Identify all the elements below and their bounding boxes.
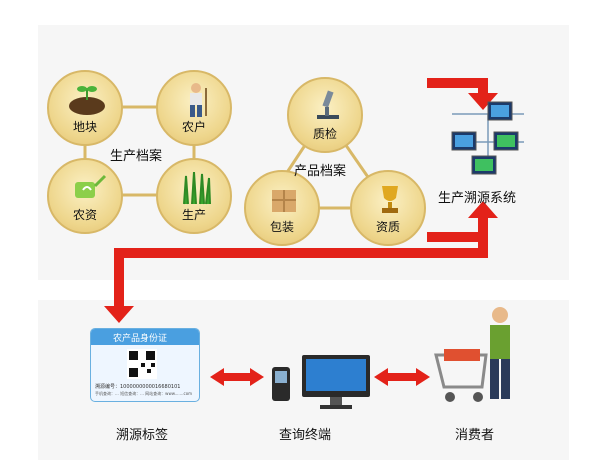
arrow-to-system (427, 78, 498, 110)
node-label: 农资 (72, 208, 97, 222)
bottom-label-terminal: 查询终端 (279, 428, 332, 443)
card-title: 农产品身份证 (113, 334, 168, 344)
microscope-icon (317, 90, 339, 119)
card-footer: 手机查询：... 短信查询：... 网站查询：www.......com (95, 391, 193, 396)
system-label: 生产溯源系统 (438, 191, 517, 206)
soil-icon (69, 86, 105, 115)
network-icon (451, 101, 524, 175)
production-archive-label: 生产档案 (110, 149, 163, 164)
qr-code-icon (127, 349, 157, 379)
node-qualification: 资质 (350, 170, 426, 246)
node-label: 包装 (269, 220, 294, 234)
arrow-system-to-label (104, 242, 488, 323)
node-label: 地块 (72, 120, 97, 134)
bottom-label-consumer: 消费者 (455, 428, 495, 443)
package-icon (272, 190, 296, 212)
node-label: 生产 (181, 208, 206, 222)
node-plot: 地块 (47, 70, 123, 146)
double-arrow-label-terminal (210, 368, 264, 386)
card-header (91, 329, 199, 345)
shopper-icon (434, 307, 510, 402)
farmer-icon (190, 83, 207, 117)
bottom-label-trace: 溯源标签 (116, 428, 169, 443)
trophy-icon (382, 186, 398, 213)
terminal-icon (272, 355, 370, 409)
node-label: 资质 (375, 220, 400, 234)
product-archive-label: 产品档案 (294, 164, 347, 179)
card-code: 溯源编号：1000000000016680101 (95, 384, 181, 390)
node-label: 农户 (181, 120, 206, 134)
node-label: 质检 (312, 127, 337, 141)
arrow-archive-to-system (427, 201, 498, 242)
node-packaging: 包装 (244, 170, 320, 246)
node-farmer: 农户 (156, 70, 232, 146)
double-arrow-terminal-consumer (374, 368, 430, 386)
watering-can-icon (75, 174, 107, 198)
node-production: 生产 (156, 158, 232, 234)
crop-icon (183, 171, 211, 205)
node-inputs: 农资 (47, 158, 123, 234)
node-inspection: 质检 (287, 77, 363, 153)
trace-label-card: 农产品身份证 溯源编号：1000000000016680101 手机查询：...… (90, 328, 200, 402)
